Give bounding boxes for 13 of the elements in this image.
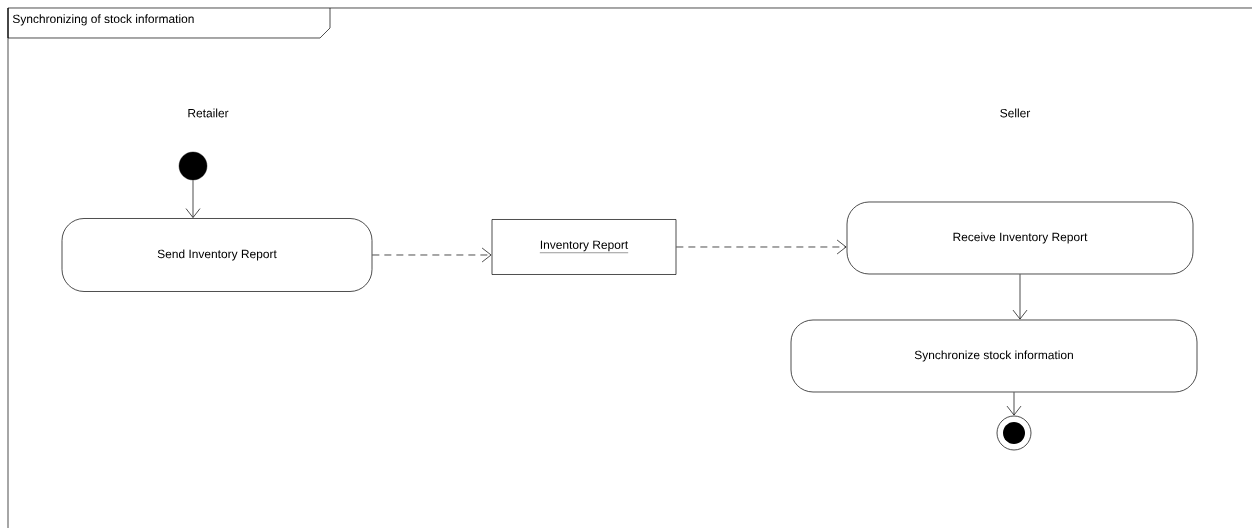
action-box: Send Inventory Report xyxy=(61,218,373,292)
arrow xyxy=(372,247,492,263)
arrow xyxy=(1006,392,1022,416)
arrow xyxy=(1012,274,1028,320)
action-box: Synchronize stock information xyxy=(790,319,1198,393)
swimlane-label: Seller xyxy=(1000,108,1031,118)
end-node xyxy=(996,415,1032,451)
swimlane-label: Retailer xyxy=(188,108,229,118)
arrow xyxy=(185,179,201,218)
object-box: Inventory Report xyxy=(491,219,677,275)
arrow xyxy=(676,239,847,255)
start-node xyxy=(178,151,208,181)
action-box: Receive Inventory Report xyxy=(846,201,1194,275)
